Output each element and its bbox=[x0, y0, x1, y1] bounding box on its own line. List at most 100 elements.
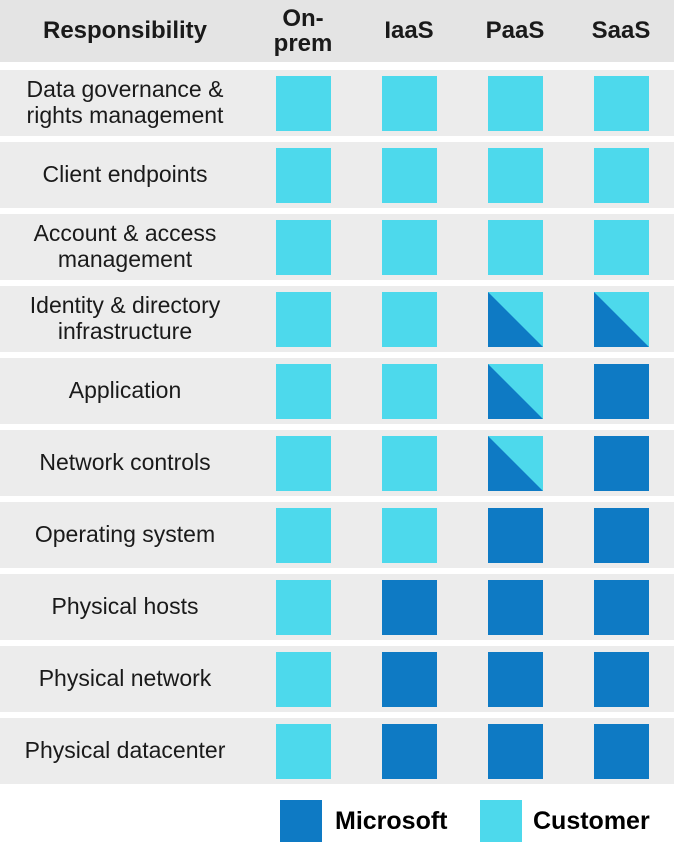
row-label: Physical hosts bbox=[51, 593, 199, 620]
responsibility-square bbox=[593, 651, 649, 707]
cell-saas bbox=[568, 358, 674, 424]
cell-iaas bbox=[356, 286, 462, 352]
cell-paas bbox=[462, 718, 568, 784]
responsibility-square bbox=[381, 579, 437, 635]
table-header: Responsibility On- prem IaaS PaaS SaaS bbox=[0, 0, 674, 62]
responsibility-square bbox=[593, 507, 649, 563]
cell-iaas bbox=[356, 718, 462, 784]
cell-saas bbox=[568, 70, 674, 136]
cell-iaas bbox=[356, 430, 462, 496]
responsibility-square bbox=[593, 147, 649, 203]
cell-iaas bbox=[356, 142, 462, 208]
responsibility-square bbox=[593, 219, 649, 275]
responsibility-square bbox=[381, 75, 437, 131]
cell-iaas bbox=[356, 214, 462, 280]
cell-on-prem bbox=[250, 574, 356, 640]
table-row: Physical datacenter bbox=[0, 718, 674, 784]
responsibility-square bbox=[487, 435, 543, 491]
responsibility-square bbox=[275, 579, 331, 635]
cell-iaas bbox=[356, 70, 462, 136]
responsibility-square bbox=[487, 723, 543, 779]
cell-paas bbox=[462, 70, 568, 136]
cell-saas bbox=[568, 574, 674, 640]
header-saas: SaaS bbox=[591, 17, 651, 45]
table-row: Account & access management bbox=[0, 214, 674, 280]
cell-on-prem bbox=[250, 718, 356, 784]
table-row: Client endpoints bbox=[0, 142, 674, 208]
cell-paas bbox=[462, 430, 568, 496]
responsibility-square bbox=[487, 291, 543, 347]
row-label: Account & access management bbox=[33, 220, 217, 272]
responsibility-square bbox=[381, 147, 437, 203]
responsibility-square bbox=[593, 435, 649, 491]
cell-paas bbox=[462, 574, 568, 640]
cell-paas bbox=[462, 142, 568, 208]
cell-saas bbox=[568, 214, 674, 280]
table-row: Physical hosts bbox=[0, 574, 674, 640]
cell-iaas bbox=[356, 646, 462, 712]
responsibility-square bbox=[275, 723, 331, 779]
cell-saas bbox=[568, 142, 674, 208]
cell-on-prem bbox=[250, 70, 356, 136]
responsibility-square bbox=[381, 651, 437, 707]
responsibility-square bbox=[381, 291, 437, 347]
cell-on-prem bbox=[250, 214, 356, 280]
microsoft-legend-label: Microsoft bbox=[335, 807, 448, 835]
responsibility-square bbox=[275, 363, 331, 419]
header-responsibility: Responsibility bbox=[42, 17, 208, 45]
responsibility-square bbox=[593, 75, 649, 131]
cell-paas bbox=[462, 646, 568, 712]
cell-on-prem bbox=[250, 358, 356, 424]
row-label: Identity & directory infrastructure bbox=[29, 292, 221, 344]
cell-on-prem bbox=[250, 430, 356, 496]
row-label: Data governance & rights management bbox=[26, 76, 224, 128]
cell-iaas bbox=[356, 574, 462, 640]
cell-on-prem bbox=[250, 142, 356, 208]
cell-saas bbox=[568, 502, 674, 568]
responsibility-square bbox=[275, 507, 331, 563]
cell-iaas bbox=[356, 358, 462, 424]
responsibility-square bbox=[381, 507, 437, 563]
responsibility-square bbox=[487, 363, 543, 419]
cell-saas bbox=[568, 286, 674, 352]
customer-legend-swatch bbox=[480, 800, 522, 842]
responsibility-square bbox=[275, 651, 331, 707]
responsibility-square bbox=[381, 363, 437, 419]
row-label: Client endpoints bbox=[42, 161, 208, 188]
table-row: Data governance & rights management bbox=[0, 70, 674, 136]
responsibility-square bbox=[275, 219, 331, 275]
responsibility-square bbox=[275, 75, 331, 131]
microsoft-legend-swatch bbox=[280, 800, 322, 842]
row-label: Physical network bbox=[38, 665, 212, 692]
table-row: Network controls bbox=[0, 430, 674, 496]
responsibility-square bbox=[487, 147, 543, 203]
cell-saas bbox=[568, 646, 674, 712]
responsibility-square bbox=[487, 579, 543, 635]
responsibility-square bbox=[275, 147, 331, 203]
responsibility-square bbox=[381, 723, 437, 779]
responsibility-square bbox=[381, 435, 437, 491]
header-paas: PaaS bbox=[485, 17, 545, 45]
cell-on-prem bbox=[250, 646, 356, 712]
row-label: Operating system bbox=[34, 521, 216, 548]
responsibility-square bbox=[593, 579, 649, 635]
row-label: Application bbox=[68, 377, 182, 404]
cell-saas bbox=[568, 718, 674, 784]
cell-on-prem bbox=[250, 502, 356, 568]
cell-paas bbox=[462, 286, 568, 352]
cell-paas bbox=[462, 502, 568, 568]
responsibility-square bbox=[487, 507, 543, 563]
cell-paas bbox=[462, 214, 568, 280]
row-label: Physical datacenter bbox=[24, 737, 226, 764]
row-label: Network controls bbox=[39, 449, 211, 476]
table-row: Identity & directory infrastructure bbox=[0, 286, 674, 352]
cell-paas bbox=[462, 358, 568, 424]
responsibility-square bbox=[487, 651, 543, 707]
table-row: Operating system bbox=[0, 502, 674, 568]
cell-saas bbox=[568, 430, 674, 496]
table-row: Physical network bbox=[0, 646, 674, 712]
table-row: Application bbox=[0, 358, 674, 424]
responsibility-square bbox=[593, 291, 649, 347]
cell-iaas bbox=[356, 502, 462, 568]
